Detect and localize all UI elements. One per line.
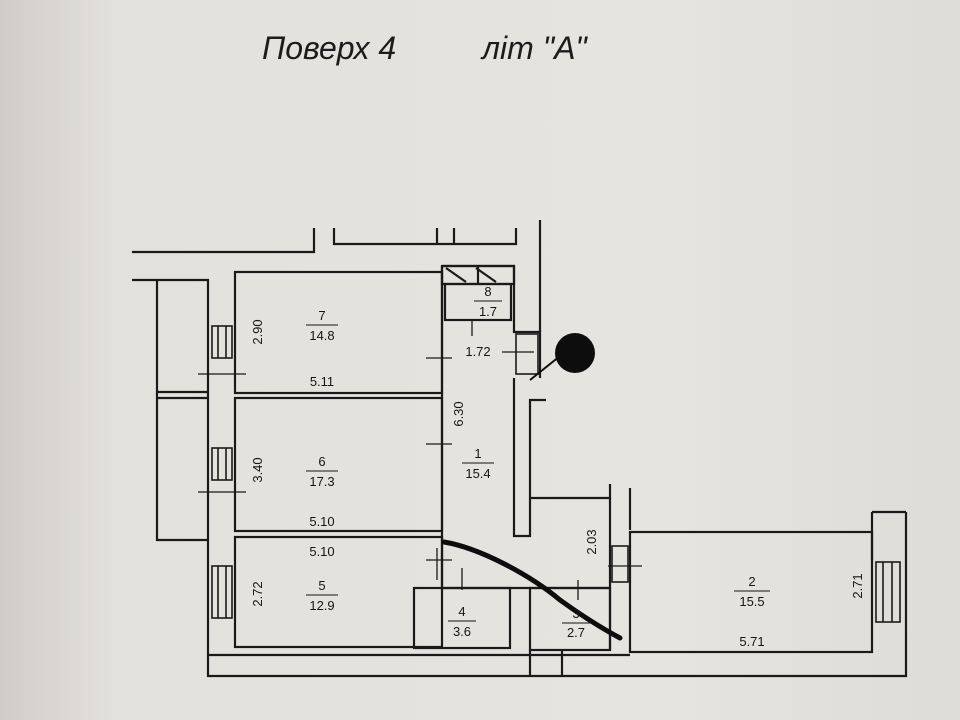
- hatch-line: [445, 267, 467, 283]
- room-area: 12.9: [309, 598, 334, 613]
- room-number: 8: [484, 284, 491, 299]
- room-number: 5: [318, 578, 325, 593]
- building-letter-label: літ "А": [482, 30, 587, 66]
- window: [211, 325, 233, 359]
- dim-room2-height: 2.71: [850, 573, 865, 598]
- wall: [132, 228, 316, 254]
- room-labels: 7 14.8 6 17.3 5 12.9 8 1.7 1: [306, 284, 770, 640]
- room-3-outline: [528, 586, 612, 652]
- walls: [132, 220, 908, 678]
- marker-stroke: [441, 539, 623, 641]
- room-7-label: 7 14.8: [306, 308, 338, 343]
- door-jamb: [515, 333, 539, 375]
- dimension-ticks: [198, 320, 642, 600]
- dim-room5-height: 2.72: [250, 581, 265, 606]
- dim-room7-height: 2.90: [250, 319, 265, 344]
- room-number: 3: [572, 606, 579, 621]
- room-2-label: 2 15.5: [734, 574, 770, 609]
- dim-room6-width: 5.10: [309, 514, 334, 529]
- dim-passage-height: 2.03: [584, 529, 599, 554]
- wall: [155, 280, 208, 542]
- room-area: 1.7: [479, 304, 497, 319]
- wall: [442, 264, 542, 378]
- room-2-outline: [628, 530, 874, 654]
- dim-room5-width: 5.10: [309, 544, 334, 559]
- door-swing: [529, 355, 561, 381]
- dim-room8-length: 1.72: [465, 344, 490, 359]
- wall: [512, 378, 546, 538]
- room-area: 15.4: [465, 466, 490, 481]
- plan-title: Поверх 4 літ "А": [0, 30, 960, 80]
- dimension-labels: 2.90 5.11 3.40 5.10 5.10 2.72 6.30 1.72 …: [250, 319, 865, 649]
- room-1-label: 1 15.4: [462, 446, 494, 481]
- room-number: 1: [474, 446, 481, 461]
- room-5-label: 5 12.9: [306, 578, 338, 613]
- room-3-label: 3 2.7: [562, 606, 590, 640]
- room-area: 14.8: [309, 328, 334, 343]
- dim-room2-width: 5.71: [739, 634, 764, 649]
- room-6-label: 6 17.3: [306, 454, 338, 489]
- wall: [132, 278, 908, 678]
- dim-corridor-length: 6.30: [451, 401, 466, 426]
- marker-blot: [555, 333, 595, 373]
- door-jamb: [611, 545, 629, 583]
- room-area: 2.7: [567, 625, 585, 640]
- wall: [332, 228, 518, 246]
- window: [875, 561, 901, 623]
- floor-label: Поверх 4: [262, 30, 397, 66]
- room-8-label: 8 1.7: [474, 284, 502, 319]
- dim-room7-width: 5.11: [310, 374, 334, 389]
- room-area: 3.6: [453, 624, 471, 639]
- room-6-outline: [233, 396, 444, 533]
- dim-room6-height: 3.40: [250, 457, 265, 482]
- room-5-outline: [233, 535, 444, 649]
- window: [211, 565, 233, 619]
- room-4-label: 4 3.6: [448, 604, 476, 639]
- window: [211, 447, 233, 481]
- room-area: 15.5: [739, 594, 764, 609]
- room-number: 4: [458, 604, 465, 619]
- room-7-outline: [233, 270, 444, 395]
- windows: [211, 325, 901, 623]
- room-area: 17.3: [309, 474, 334, 489]
- hatch-line: [475, 267, 497, 283]
- wall: [530, 484, 612, 500]
- room-number: 7: [318, 308, 325, 323]
- room-number: 2: [748, 574, 755, 589]
- room-number: 6: [318, 454, 325, 469]
